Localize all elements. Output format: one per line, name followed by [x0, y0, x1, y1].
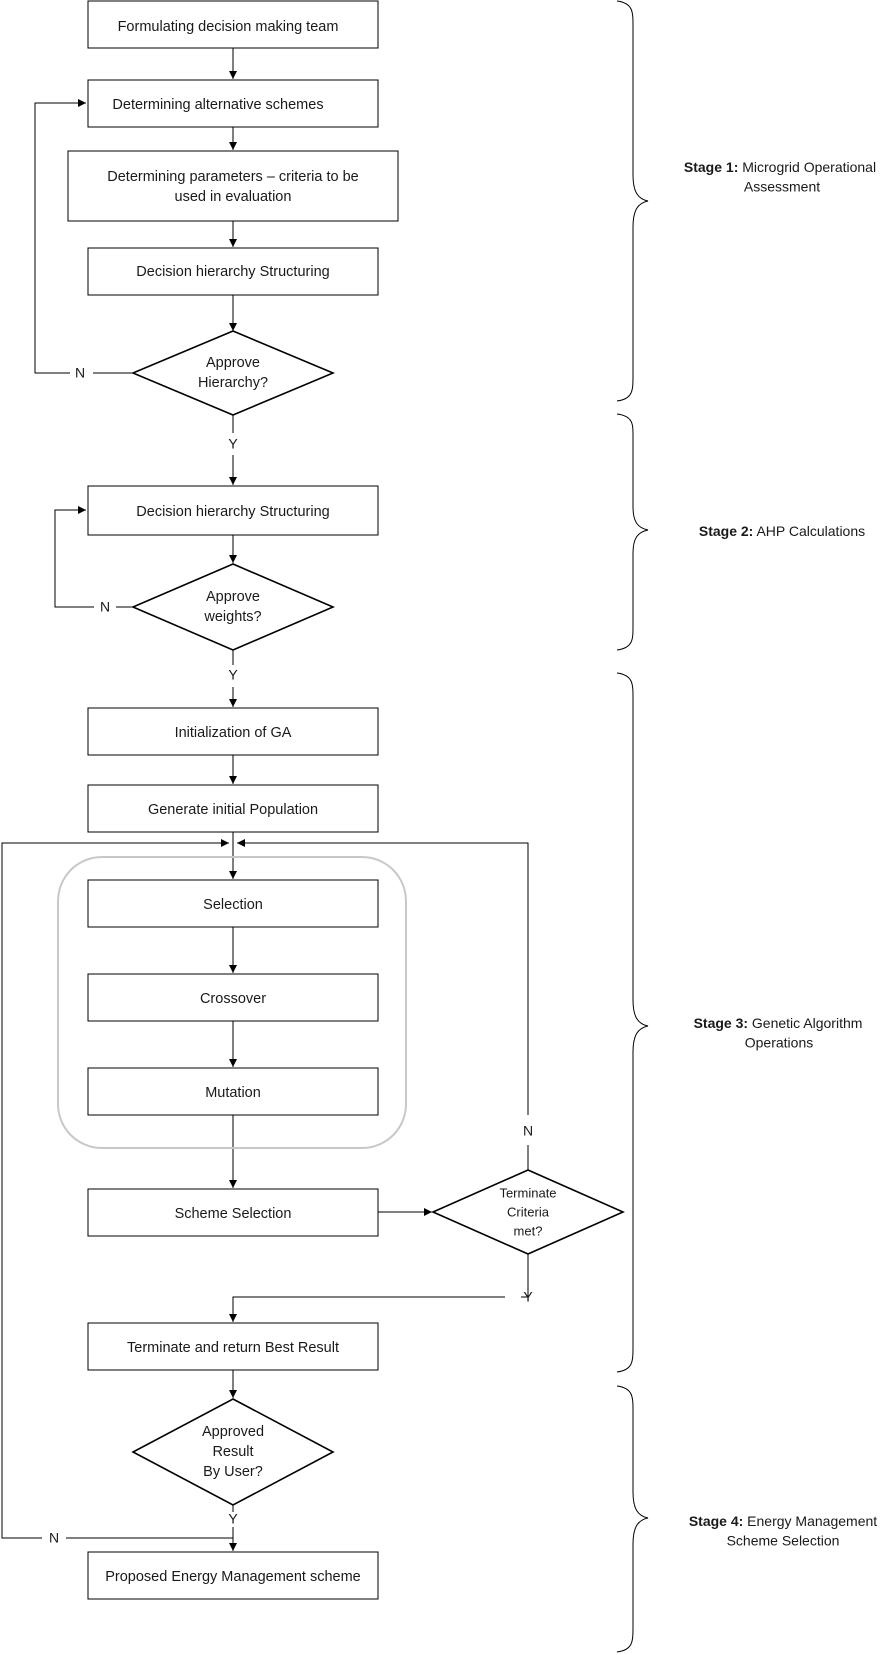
node-determining-parameters-label-2: used in evaluation — [175, 189, 292, 205]
node-formulating-team — [87, 0, 379, 49]
edges — [1, 48, 529, 1551]
edge-d4-no-return — [1, 839, 229, 1539]
decision-approve-weights-label-1: Approve — [206, 589, 260, 605]
node-determining-parameters-label-1: Determining parameters – criteria to be — [107, 169, 358, 185]
stage-4-label-line-2: Scheme Selection — [727, 1533, 840, 1549]
node-determining-parameters — [67, 150, 399, 222]
stage-4-label-line-1: Stage 4: Energy Management — [689, 1513, 877, 1529]
node-hierarchy-structuring-2 — [87, 485, 379, 536]
process-nodes: Formulating decision making team Determi… — [67, 0, 399, 1600]
stage-1-name: Microgrid Operational — [738, 159, 876, 175]
node-initial-population — [87, 784, 379, 833]
node-hierarchy-structuring-1 — [87, 247, 379, 296]
stage-3-name: Genetic Algorithm — [748, 1015, 862, 1031]
stage-3-title: Stage 3: — [694, 1015, 748, 1031]
decision-terminate-criteria-label-3: met? — [514, 1223, 543, 1238]
stage-1-title: Stage 1: — [684, 159, 738, 175]
node-terminate-return-label: Terminate and return Best Result — [127, 1340, 339, 1356]
edge-d2-no-loop-return — [54, 506, 94, 608]
stage-3-brace — [616, 672, 649, 1373]
branch-label-d4-yes: Y — [228, 1511, 238, 1527]
node-ga-initialization-label: Initialization of GA — [175, 725, 292, 741]
stage-2-brace — [616, 413, 649, 651]
decision-approve-weights — [130, 563, 336, 651]
stage-braces — [616, 0, 649, 1653]
node-crossover — [87, 973, 379, 1022]
node-ga-initialization — [87, 707, 379, 756]
node-crossover-label: Crossover — [200, 991, 266, 1007]
decision-terminate-criteria-label-2: Criteria — [507, 1204, 550, 1219]
stage-3-label-line-2: Operations — [745, 1035, 813, 1051]
branch-label-d4-no: N — [49, 1530, 59, 1546]
node-alternative-schemes — [87, 79, 379, 128]
edge-d3-yes-top — [521, 1254, 529, 1298]
decision-nodes: Approve Hierarchy? Approve weights? Term… — [130, 330, 625, 1506]
stage-4-brace — [616, 1385, 649, 1653]
node-formulating-team-label: Formulating decision making team — [118, 19, 339, 35]
decision-approved-by-user-label-1: Approved — [202, 1424, 264, 1440]
decision-terminate-criteria — [431, 1169, 625, 1255]
decision-approve-hierarchy-label-1: Approve — [206, 355, 260, 371]
decision-approved-by-user-label-3: By User? — [203, 1464, 263, 1480]
decision-approve-hierarchy — [130, 330, 336, 416]
branch-label-d1-no: N — [75, 365, 85, 381]
branch-label-d2-no: N — [100, 599, 110, 615]
branch-labels: N Y N Y N Y N Y — [49, 365, 533, 1546]
node-selection — [87, 879, 379, 928]
decision-approved-by-user — [131, 1398, 335, 1506]
decision-approved-by-user-label-2: Result — [212, 1444, 253, 1460]
node-initial-population-label: Generate initial Population — [148, 802, 318, 818]
edge-d3-no-return — [237, 839, 529, 1115]
stage-2-title: Stage 2: — [699, 523, 753, 539]
stage-1-brace — [616, 0, 649, 402]
node-hierarchy-structuring-2-label: Decision hierarchy Structuring — [136, 504, 329, 520]
stage-4-title: Stage 4: — [689, 1513, 743, 1529]
node-hierarchy-structuring-1-label: Decision hierarchy Structuring — [136, 264, 329, 280]
stage-3-label-line-1: Stage 3: Genetic Algorithm — [694, 1015, 863, 1031]
branch-label-d3-yes: Y — [523, 1289, 533, 1305]
decision-approve-weights-label-2: weights? — [203, 609, 261, 625]
node-proposed-scheme-label: Proposed Energy Management scheme — [105, 1569, 361, 1585]
edge-d1-no-loop-return — [34, 99, 86, 374]
stage-1-label-line-1: Stage 1: Microgrid Operational — [684, 159, 876, 175]
edge-d3-yes-return — [229, 1296, 505, 1322]
node-scheme-selection-label: Scheme Selection — [175, 1206, 292, 1222]
stage-4-name: Energy Management — [743, 1513, 877, 1529]
node-mutation — [87, 1067, 379, 1116]
node-scheme-selection — [87, 1188, 379, 1237]
branch-label-d3-no: N — [523, 1123, 533, 1139]
stage-labels: Stage 1: Microgrid Operational Assessmen… — [684, 159, 877, 1549]
decision-terminate-criteria-label-1: Terminate — [499, 1185, 556, 1200]
decision-approve-hierarchy-label-2: Hierarchy? — [198, 375, 268, 391]
node-alternative-schemes-label: Determining alternative schemes — [112, 97, 323, 113]
branch-label-d1-yes: Y — [228, 436, 238, 452]
node-mutation-label: Mutation — [205, 1085, 261, 1101]
node-selection-label: Selection — [203, 897, 263, 913]
node-proposed-scheme — [87, 1551, 379, 1600]
node-terminate-return — [87, 1322, 379, 1371]
ga-operations-group — [57, 856, 407, 1149]
stage-1-label-line-2: Assessment — [744, 179, 820, 195]
branch-label-d2-yes: Y — [228, 667, 238, 683]
stage-2-label-line-1: Stage 2: AHP Calculations — [699, 523, 865, 539]
stage-2-name: AHP Calculations — [753, 523, 865, 539]
